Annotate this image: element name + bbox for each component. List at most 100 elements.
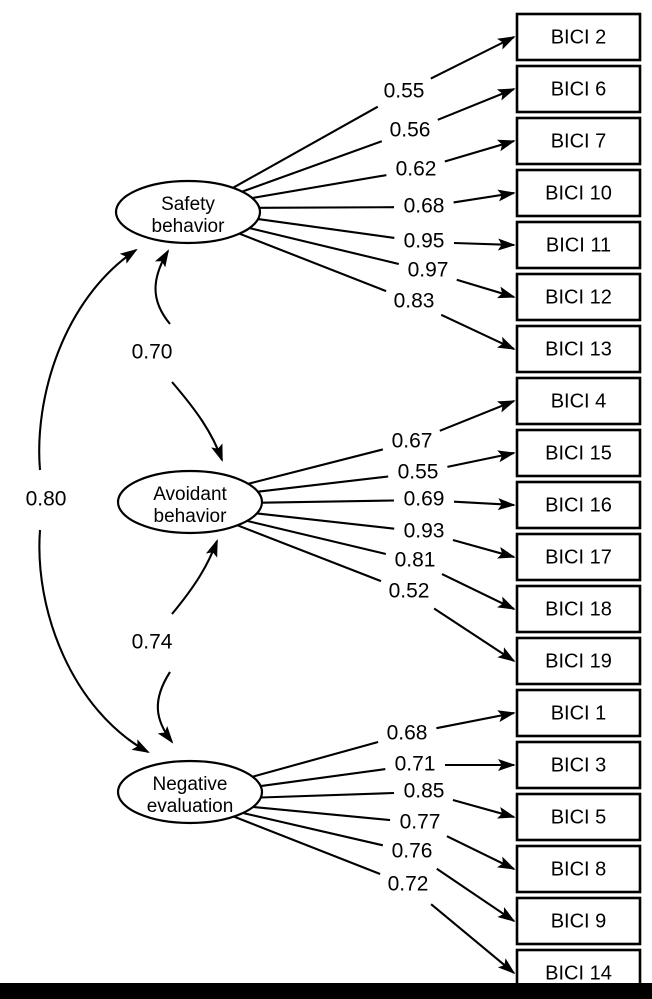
factor-loading-path	[259, 189, 516, 209]
indicator-box[interactable]: BICI 16	[515, 480, 642, 530]
factor-loading-path	[252, 805, 516, 870]
indicator-label: BICI 1	[551, 702, 607, 724]
indicator-box[interactable]: BICI 18	[515, 584, 642, 634]
loading-line-inner	[241, 140, 383, 193]
indicator-rect[interactable]	[515, 64, 642, 114]
indicator-box[interactable]: BICI 4	[515, 376, 642, 426]
factor-loading-path	[260, 759, 516, 788]
loading-coefficient-label: 0.85	[404, 780, 445, 803]
loading-coefficient-label: 0.67	[392, 430, 433, 453]
loading-line-inner	[239, 232, 387, 293]
correlation-arrow-lower	[171, 381, 223, 462]
correlation-safety-negative	[38, 248, 150, 754]
factor-correlation-layer	[38, 248, 223, 754]
indicator-rect[interactable]	[515, 532, 642, 582]
loading-line-outer	[453, 189, 516, 204]
loading-coefficient-label: 0.93	[404, 520, 445, 543]
loading-line-outer	[452, 798, 516, 819]
indicator-rect[interactable]	[515, 896, 642, 946]
indicator-rect[interactable]	[515, 168, 642, 218]
loading-coefficient-label: 0.52	[389, 580, 430, 603]
factor-label-line2: evaluation	[147, 796, 234, 817]
correlation-avoidant-negative	[156, 539, 218, 744]
correlation-arrow-upper	[38, 248, 138, 471]
loading-line-inner	[242, 811, 384, 847]
indicator-rect[interactable]	[515, 12, 642, 62]
footer-bar	[0, 983, 652, 999]
factor-ellipse[interactable]	[116, 759, 264, 825]
indicator-rect[interactable]	[515, 792, 642, 842]
indicator-rect[interactable]	[515, 740, 642, 790]
factor-loading-path	[257, 450, 516, 493]
indicator-box[interactable]: BICI 19	[515, 636, 642, 686]
loading-line-outer	[441, 573, 516, 610]
correlation-value-safety-avoidant: 0.70	[132, 341, 173, 364]
indicator-rect[interactable]	[515, 376, 642, 426]
loading-line-outer	[452, 538, 516, 559]
loading-line-inner	[246, 519, 387, 556]
indicator-box[interactable]: BICI 13	[515, 324, 642, 374]
loading-coefficient-label: 0.68	[387, 722, 428, 745]
indicator-label: BICI 8	[551, 858, 607, 880]
factor-loading-path	[256, 512, 516, 559]
indicator-rect[interactable]	[515, 428, 642, 478]
factor-label-line1: Avoidant	[153, 484, 227, 505]
factor-loading-path	[261, 498, 516, 511]
loading-line-outer	[430, 36, 516, 80]
loading-line-outer	[446, 835, 516, 870]
indicator-label: BICI 18	[545, 598, 612, 620]
factor-ellipse[interactable]	[116, 469, 264, 535]
loading-line-outer	[430, 903, 516, 975]
loading-line-inner	[260, 768, 386, 788]
indicator-box[interactable]: BICI 6	[515, 64, 642, 114]
indicator-box[interactable]: BICI 12	[515, 272, 642, 322]
loading-line-outer	[453, 238, 516, 251]
indicator-label: BICI 9	[551, 910, 607, 932]
loading-line-inner	[257, 218, 395, 239]
indicator-label: BICI 6	[551, 78, 607, 100]
loading-line-inner	[248, 448, 384, 485]
indicator-box[interactable]: BICI 11	[515, 220, 642, 270]
factor-loading-path	[241, 88, 516, 193]
indicator-box[interactable]: BICI 1	[515, 688, 642, 738]
loading-line-inner	[249, 227, 400, 266]
indicator-rect[interactable]	[515, 636, 642, 686]
indicator-box[interactable]: BICI 9	[515, 896, 642, 946]
indicator-rect[interactable]	[515, 688, 642, 738]
indicator-label: BICI 7	[551, 130, 607, 152]
indicator-label: BICI 17	[545, 546, 612, 568]
loading-line-outer	[456, 278, 516, 299]
loading-coefficient-label: 0.71	[395, 753, 436, 776]
indicator-box[interactable]: BICI 17	[515, 532, 642, 582]
loading-coefficient-label: 0.81	[395, 549, 436, 572]
loading-line-outer	[447, 450, 516, 468]
indicator-box[interactable]: BICI 2	[515, 12, 642, 62]
loading-line-outer	[439, 400, 516, 432]
factor-label-line1: Safety	[161, 194, 215, 215]
indicator-rect[interactable]	[515, 116, 642, 166]
indicator-box[interactable]: BICI 10	[515, 168, 642, 218]
loading-line-inner	[252, 174, 387, 200]
loading-coefficient-label: 0.55	[398, 461, 439, 484]
indicator-box[interactable]: BICI 5	[515, 792, 642, 842]
indicator-rect[interactable]	[515, 272, 642, 322]
indicator-box[interactable]: BICI 3	[515, 740, 642, 790]
indicator-rect[interactable]	[515, 844, 642, 894]
factor-label-line2: behavior	[152, 216, 226, 237]
coefficient-label-layer: 0.700.740.800.550.560.620.680.950.970.83…	[26, 80, 449, 896]
factor-ellipse[interactable]	[114, 179, 262, 245]
indicator-rect[interactable]	[515, 324, 642, 374]
indicator-box[interactable]: BICI 15	[515, 428, 642, 478]
indicator-rect[interactable]	[515, 480, 642, 530]
loading-line-outer	[437, 88, 516, 121]
indicator-rect[interactable]	[515, 220, 642, 270]
indicator-rect[interactable]	[515, 584, 642, 634]
loading-line-inner	[232, 105, 379, 189]
factor-loading-path	[239, 232, 516, 350]
indicator-box[interactable]: BICI 8	[515, 844, 642, 894]
indicator-box[interactable]: BICI 7	[515, 116, 642, 166]
